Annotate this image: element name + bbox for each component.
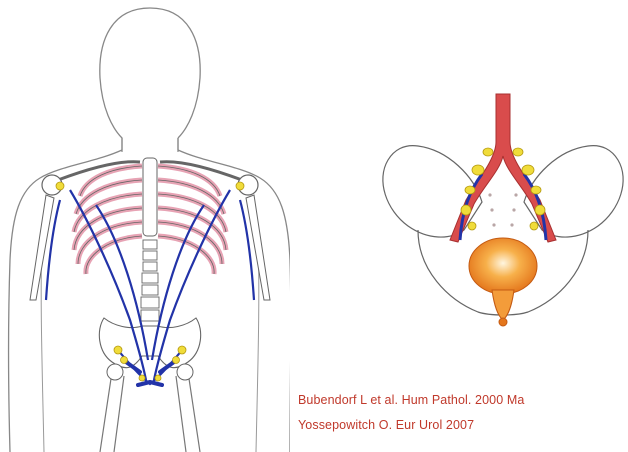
torso-skeleton-lymph-figure <box>0 0 290 452</box>
spine <box>141 240 159 321</box>
iliac-arteries <box>450 94 556 242</box>
pelvis-bone <box>99 318 200 368</box>
citation-bubendorf: Bubendorf L et al. Hum Pathol. 2000 Ma <box>298 393 524 407</box>
pelvis-lymph-icon <box>378 90 628 342</box>
bladder <box>469 238 537 294</box>
torso-skeleton-lymph-icon <box>0 0 290 452</box>
pelvic-lymph-nodes <box>461 148 545 230</box>
pelvis-lymph-figure <box>378 90 628 342</box>
citation-yossepowitch: Yossepowitch O. Eur Urol 2007 <box>298 418 474 432</box>
